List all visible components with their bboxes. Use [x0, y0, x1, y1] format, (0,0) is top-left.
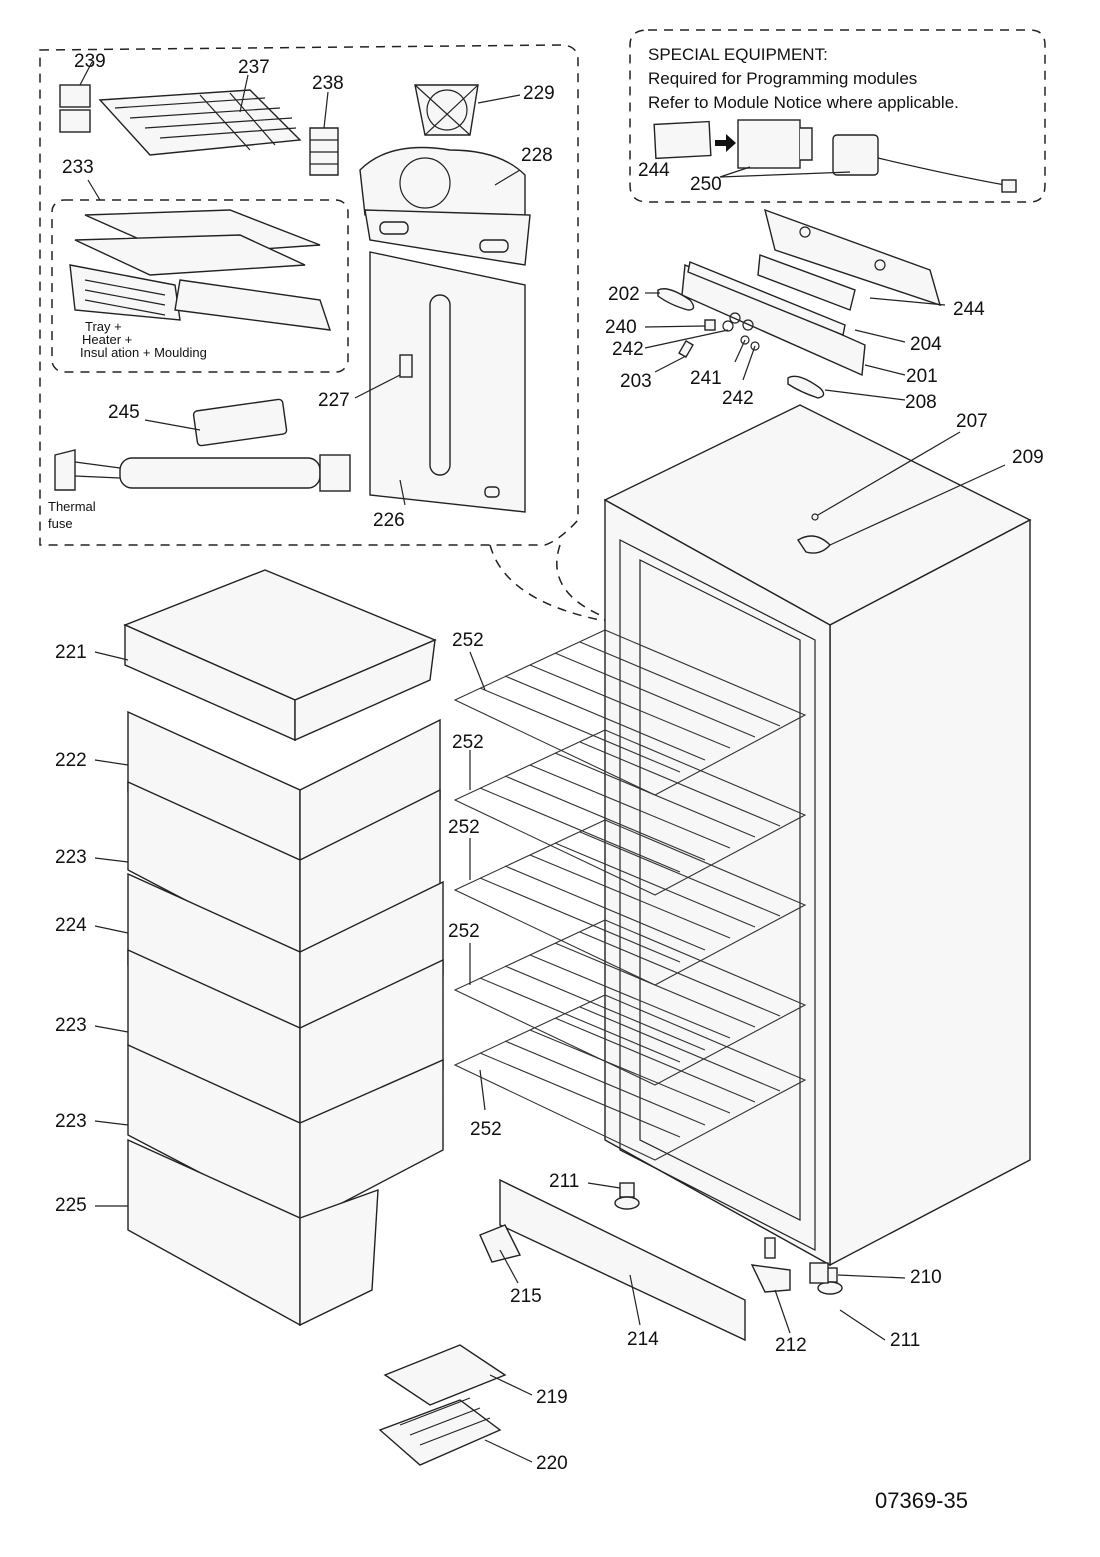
small-parts-240-242 — [678, 319, 760, 359]
hinge-212 — [750, 1237, 791, 1293]
part-label-215: 215 — [510, 1286, 542, 1307]
tray-dashed-boundary — [51, 199, 349, 373]
part-label-225: 225 — [55, 1195, 87, 1216]
tray-note-line3: Insul ation + Moulding — [80, 345, 207, 360]
part-label-204: 204 — [910, 334, 942, 355]
part-label-227: 227 — [318, 390, 350, 411]
drawers-222-225 — [127, 710, 444, 1327]
special-equipment-title: SPECIAL EQUIPMENT: — [648, 45, 828, 64]
thermal-fuse-245 — [54, 398, 351, 492]
fan-housing-228 — [359, 146, 531, 266]
part-label-226: 226 — [373, 510, 405, 531]
part-label-252-shelf4: 252 — [448, 921, 480, 942]
part-label-201: 201 — [906, 366, 938, 387]
light-diffuser-202 — [657, 288, 695, 311]
ice-cube-tray-219-220 — [378, 1344, 507, 1466]
control-panel-201 — [681, 261, 866, 377]
tray-note-line1: Tray + — [85, 319, 122, 334]
part-label-212: 212 — [775, 1335, 807, 1356]
part-label-223-first: 223 — [55, 847, 87, 868]
part-label-250: 250 — [690, 174, 722, 195]
part-label-228: 228 — [521, 145, 553, 166]
part-label-240: 240 — [605, 317, 637, 338]
part-label-245: 245 — [108, 402, 140, 423]
part-label-211-left: 211 — [549, 1171, 580, 1192]
part-label-252-shelf3: 252 — [448, 817, 480, 838]
part-label-237: 237 — [238, 57, 270, 78]
part-label-207: 207 — [956, 411, 988, 432]
top-tray-221 — [123, 569, 437, 742]
special-equipment-dashed-boundary — [629, 29, 1046, 203]
part-label-242-left: 242 — [612, 339, 644, 360]
part-label-208: 208 — [905, 392, 937, 413]
part-label-229: 229 — [523, 83, 555, 104]
special-equipment-line2: Refer to Module Notice where applicable. — [648, 93, 959, 112]
part-label-220: 220 — [536, 1453, 568, 1474]
tray-heater-assembly-233 — [69, 209, 332, 331]
part-label-252-shelf2: 252 — [452, 732, 484, 753]
part-label-203: 203 — [620, 371, 652, 392]
arrow-icon — [715, 134, 736, 152]
ice-tray-237 — [98, 89, 302, 156]
freezer-cabinet — [603, 404, 1032, 1267]
kick-plate-214 — [479, 1178, 746, 1342]
evaporator-cover-226 — [369, 251, 526, 513]
bracket-238 — [309, 127, 339, 176]
part-label-221: 221 — [55, 642, 87, 663]
thermal-fuse-note-line1: Thermal — [48, 499, 96, 514]
part-label-252-shelf5: 252 — [470, 1119, 502, 1140]
tray-note-line2: Heater + — [82, 332, 133, 347]
part-label-244-board: 244 — [953, 299, 985, 320]
part-label-223-third: 223 — [55, 1111, 87, 1132]
thermal-fuse-note-line2: fuse — [48, 516, 73, 531]
part-label-222: 222 — [55, 750, 87, 771]
part-label-242-right: 242 — [722, 388, 754, 409]
plug-210 — [809, 1262, 829, 1284]
part-label-214: 214 — [627, 1329, 659, 1350]
part-label-241: 241 — [690, 368, 722, 389]
part-label-223-second: 223 — [55, 1015, 87, 1036]
part-label-244-module-card: 244 — [638, 160, 670, 181]
programming-module-250 — [737, 119, 1017, 193]
part-label-238: 238 — [312, 73, 344, 94]
part-label-239: 239 — [74, 51, 106, 72]
upper-left-dashed-boundary — [39, 44, 579, 546]
part-label-233: 233 — [62, 157, 94, 178]
part-label-202: 202 — [608, 284, 640, 305]
special-equipment-line1: Required for Programming modules — [648, 69, 918, 88]
part-label-209: 209 — [1012, 447, 1044, 468]
wire-shelves-252 — [453, 629, 807, 1161]
part-label-210: 210 — [910, 1267, 942, 1288]
connector-dashed-curve — [489, 544, 761, 623]
screw-207-clip-209 — [797, 513, 831, 554]
connector-dashed-curve-2 — [556, 544, 601, 616]
part-label-252-shelf1: 252 — [452, 630, 484, 651]
part-label-211-right: 211 — [890, 1330, 921, 1351]
leader-lines — [79, 61, 1006, 1463]
module-board-244 — [757, 208, 942, 311]
drawing-code: 07369-35 — [875, 1488, 968, 1513]
clip-239 — [59, 84, 91, 133]
fan-229 — [414, 84, 479, 136]
light-diffuser-208 — [787, 375, 825, 399]
module-card-244 — [653, 120, 712, 160]
part-label-224: 224 — [55, 915, 87, 936]
part-label-219: 219 — [536, 1387, 568, 1408]
